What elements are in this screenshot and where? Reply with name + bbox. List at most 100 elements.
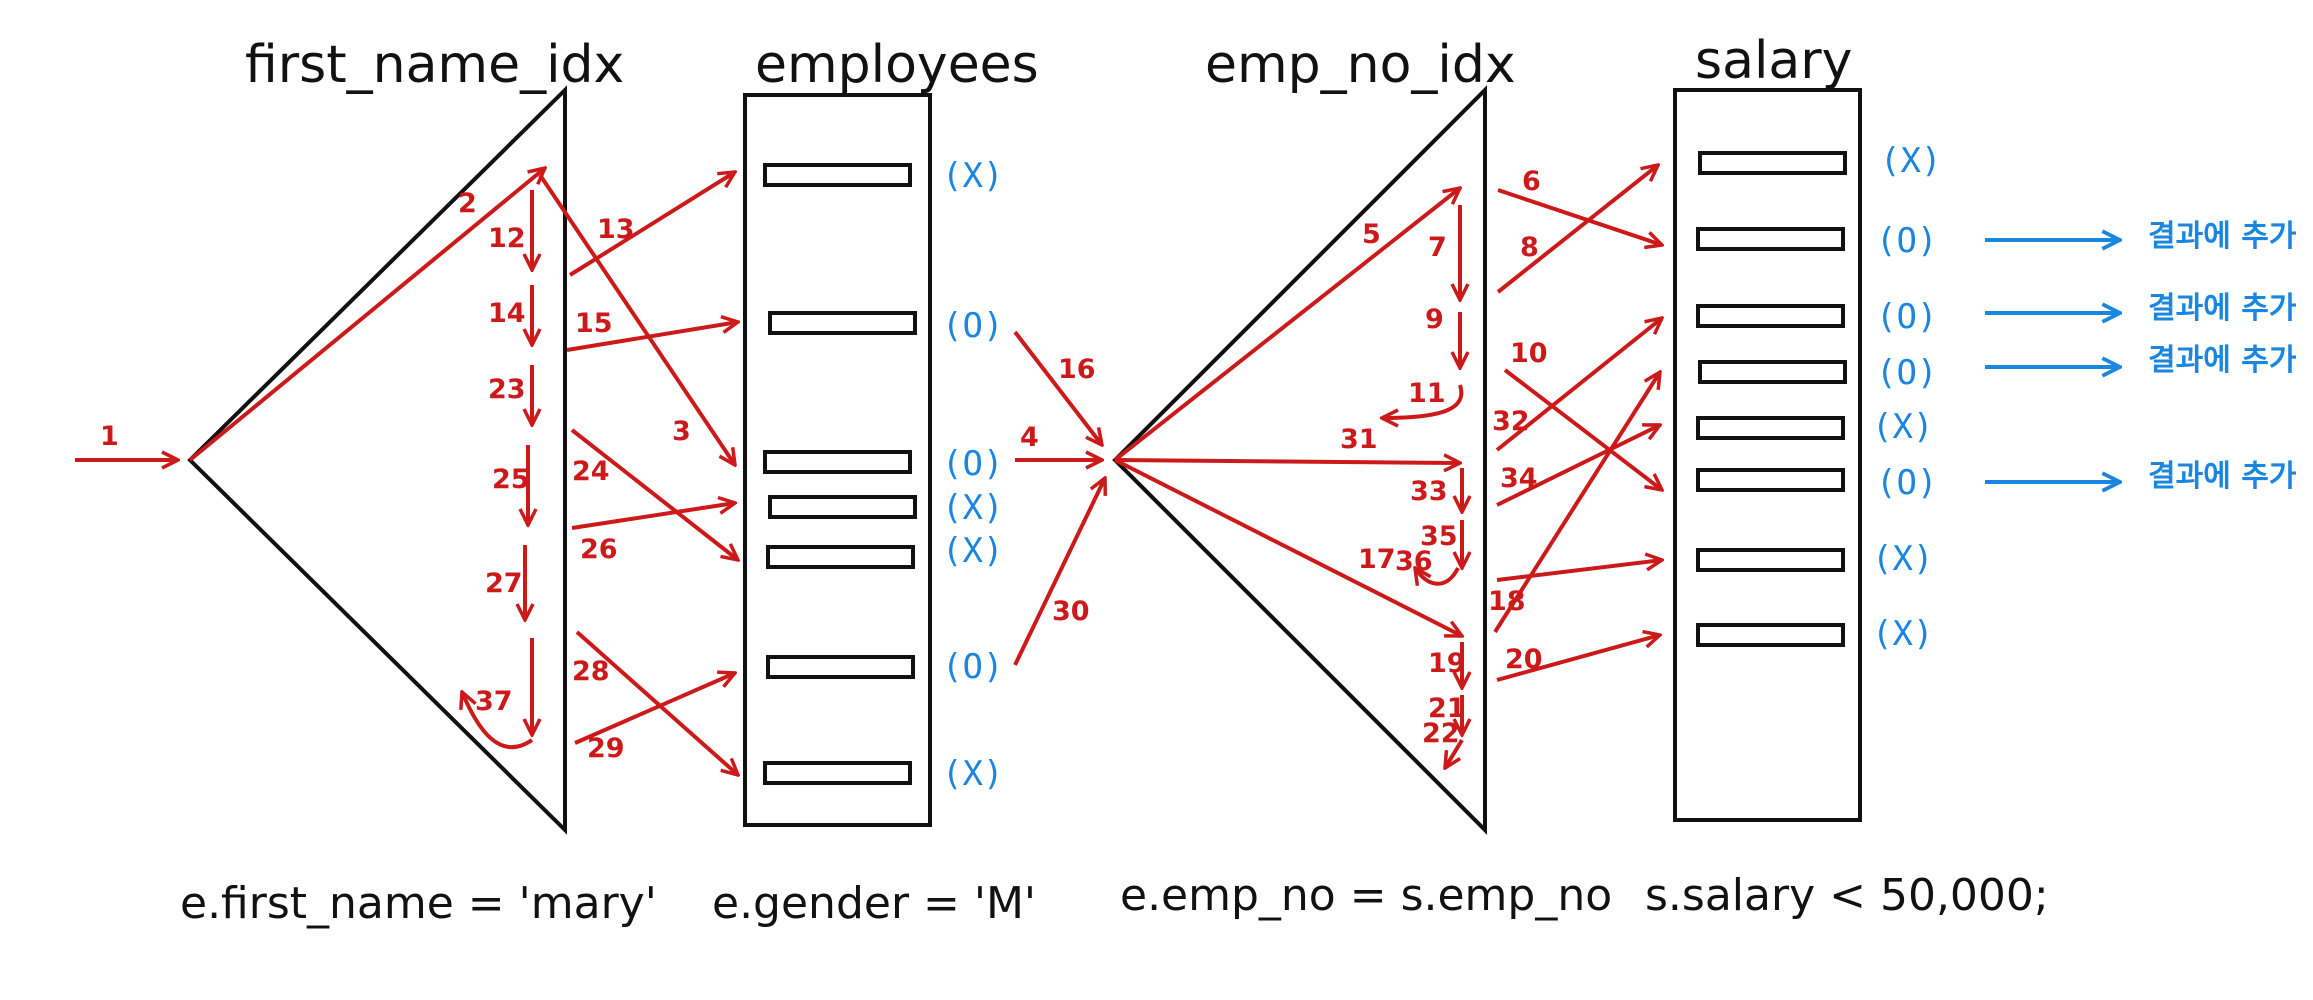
step-number: 21 — [1428, 693, 1466, 724]
employee-mark: (X) — [942, 156, 1003, 196]
salary-row — [1698, 360, 1847, 384]
step-arrow — [1495, 318, 1662, 452]
step-arrow — [1497, 188, 1662, 245]
result-label: 결과에 추가 — [2148, 219, 2297, 254]
salary-mark: (X) — [1872, 407, 1933, 447]
employee-row — [766, 655, 915, 679]
employee-row — [768, 311, 917, 335]
step-arrow — [188, 168, 545, 462]
step-arrow — [1445, 738, 1464, 768]
step-arrow — [571, 503, 735, 530]
employee-row — [763, 450, 912, 474]
step-number: 2 — [458, 188, 477, 219]
step-number: 32 — [1492, 406, 1530, 437]
step-number: 13 — [597, 214, 635, 245]
step-number: 31 — [1340, 424, 1378, 455]
step-number: 16 — [1058, 354, 1096, 385]
salary-table-frame — [1673, 88, 1862, 822]
step-number: 28 — [572, 656, 610, 687]
employee-marks: (X) (O) (O) (X) (X) (O) (X) — [942, 156, 1003, 794]
step-arrow — [570, 428, 738, 560]
salary-mark: (X) — [1872, 614, 1933, 654]
step-number: 9 — [1425, 304, 1444, 335]
step-arrow — [462, 692, 534, 749]
step-number: 6 — [1522, 166, 1541, 197]
step-arrow — [1415, 568, 1460, 584]
step-number: 3 — [672, 416, 691, 447]
step-arrow — [566, 322, 738, 352]
step-number: 23 — [488, 374, 526, 405]
result-arrows: 결과에 추가 결과에 추가 결과에 추가 결과에 추가 — [1985, 219, 2297, 494]
salary-mark: (X) — [1880, 141, 1941, 181]
salary-mark: (O) — [1876, 353, 1937, 393]
employee-row — [763, 163, 912, 187]
step-number: 11 — [1408, 378, 1446, 409]
step-number: 18 — [1488, 586, 1526, 617]
first-name-idx-title: first_name_idx — [245, 35, 624, 95]
step-number: 14 — [488, 298, 526, 329]
salary-mark: (O) — [1876, 221, 1937, 261]
step-number: 27 — [485, 568, 523, 599]
step-number: 33 — [1410, 476, 1448, 507]
step-number: 12 — [488, 223, 526, 254]
step-number: 15 — [575, 308, 613, 339]
step-arrow — [1496, 635, 1660, 682]
step-number: 1 — [100, 421, 119, 452]
traversal-arrows — [75, 165, 1662, 775]
employee-row — [768, 495, 917, 519]
result-label: 결과에 추가 — [2148, 459, 2297, 494]
emp-no-index-triangle — [1112, 85, 1487, 835]
salary-mark: (O) — [1876, 297, 1937, 337]
step-arrow — [1503, 368, 1662, 490]
salary-condition: s.salary < 50,000; — [1645, 870, 2049, 921]
salary-row — [1698, 151, 1847, 175]
result-label: 결과에 추가 — [2148, 291, 2297, 326]
step-number: 5 — [1362, 219, 1381, 250]
salary-mark: (O) — [1876, 463, 1937, 503]
salary-rows — [1696, 151, 1847, 647]
employees-title: employees — [755, 35, 1039, 95]
step-number: 17 — [1358, 544, 1396, 575]
step-arrow — [1013, 330, 1102, 445]
step-arrow — [575, 630, 738, 775]
step-number: 20 — [1505, 644, 1543, 675]
salary-row — [1696, 548, 1845, 572]
employee-mark: (O) — [942, 444, 1003, 484]
gender-condition: e.gender = 'M' — [712, 878, 1036, 929]
step-arrow — [574, 673, 735, 745]
salary-row — [1696, 304, 1845, 328]
step-number: 34 — [1500, 463, 1538, 494]
step-number: 8 — [1520, 232, 1539, 263]
emp-no-idx-title: emp_no_idx — [1205, 35, 1516, 95]
employee-row — [763, 761, 912, 785]
employee-mark: (O) — [942, 647, 1003, 687]
step-arrow — [1013, 478, 1105, 666]
first-name-condition: e.first_name = 'mary' — [180, 878, 657, 929]
step-arrow — [538, 173, 735, 465]
salary-title: salary — [1695, 31, 1852, 91]
employee-row — [766, 545, 915, 569]
step-number: 25 — [492, 464, 530, 495]
employee-mark: (X) — [942, 531, 1003, 571]
employee-mark: (X) — [942, 754, 1003, 794]
salary-row — [1696, 227, 1845, 251]
salary-mark: (X) — [1872, 539, 1933, 579]
salary-marks: (X) (O) (O) (O) (X) (O) (X) (X) — [1872, 141, 1941, 654]
step-arrow — [1114, 458, 1462, 638]
employees-rows — [763, 163, 917, 785]
first-name-index-triangle — [187, 85, 567, 835]
employee-mark: (O) — [942, 306, 1003, 346]
employees-table-frame — [743, 93, 932, 827]
step-arrow — [568, 172, 735, 277]
step-numbers: 1 2 3 4 5 6 7 8 9 10 11 12 13 14 15 16 1… — [100, 166, 1548, 764]
step-arrow — [1496, 560, 1662, 582]
step-arrow — [1496, 165, 1658, 294]
step-number: 29 — [587, 733, 625, 764]
step-number: 10 — [1510, 338, 1548, 369]
step-number: 30 — [1052, 596, 1090, 627]
step-number: 7 — [1428, 232, 1447, 263]
employee-mark: (X) — [942, 488, 1003, 528]
step-number: 37 — [475, 686, 513, 717]
step-arrow — [1114, 460, 1460, 463]
